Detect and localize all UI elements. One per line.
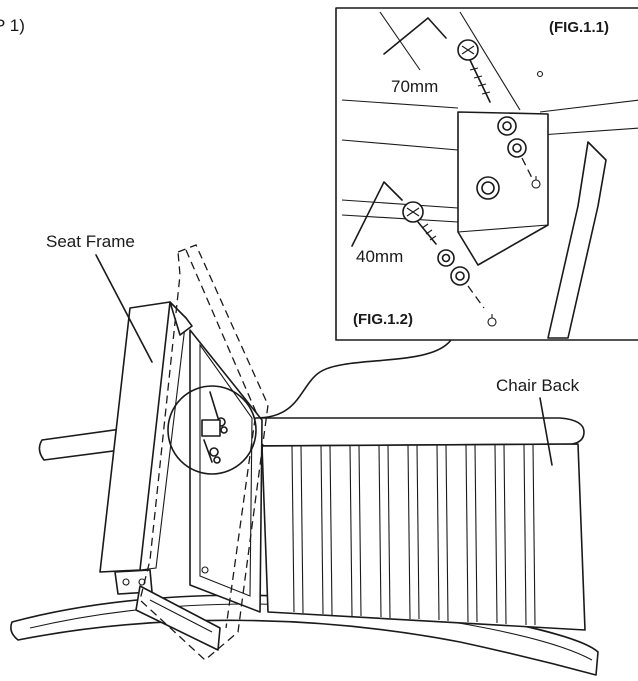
chair-back-panel (261, 443, 586, 631)
chair-back-label: Chair Back (496, 376, 580, 395)
hex-key-long (383, 17, 447, 55)
chair-drawing (10, 244, 599, 676)
chair-back-leader (539, 397, 553, 466)
chair-back-top-rail (249, 417, 585, 447)
bolt-length-70mm: 70mm (391, 77, 438, 96)
hex-key-short (351, 181, 403, 247)
seat-frame-leader (95, 254, 153, 363)
seat-frame-foot (135, 585, 221, 651)
chair-back-slats (291, 444, 536, 626)
seat-frame-dashed-outline (139, 244, 269, 661)
seat-frame-label: Seat Frame (46, 232, 135, 251)
fig-1-1-label: (FIG.1.1) (549, 19, 609, 36)
fig-1-2-label: (FIG.1.2) (353, 311, 413, 328)
bolt-length-40mm: 40mm (356, 247, 403, 266)
joint-hardware (167, 385, 257, 475)
detail-inset: 70mm 40mm (FIG.1.1) (FIG.1.2) (335, 7, 638, 341)
step-reference-text: P 1) (0, 16, 25, 35)
